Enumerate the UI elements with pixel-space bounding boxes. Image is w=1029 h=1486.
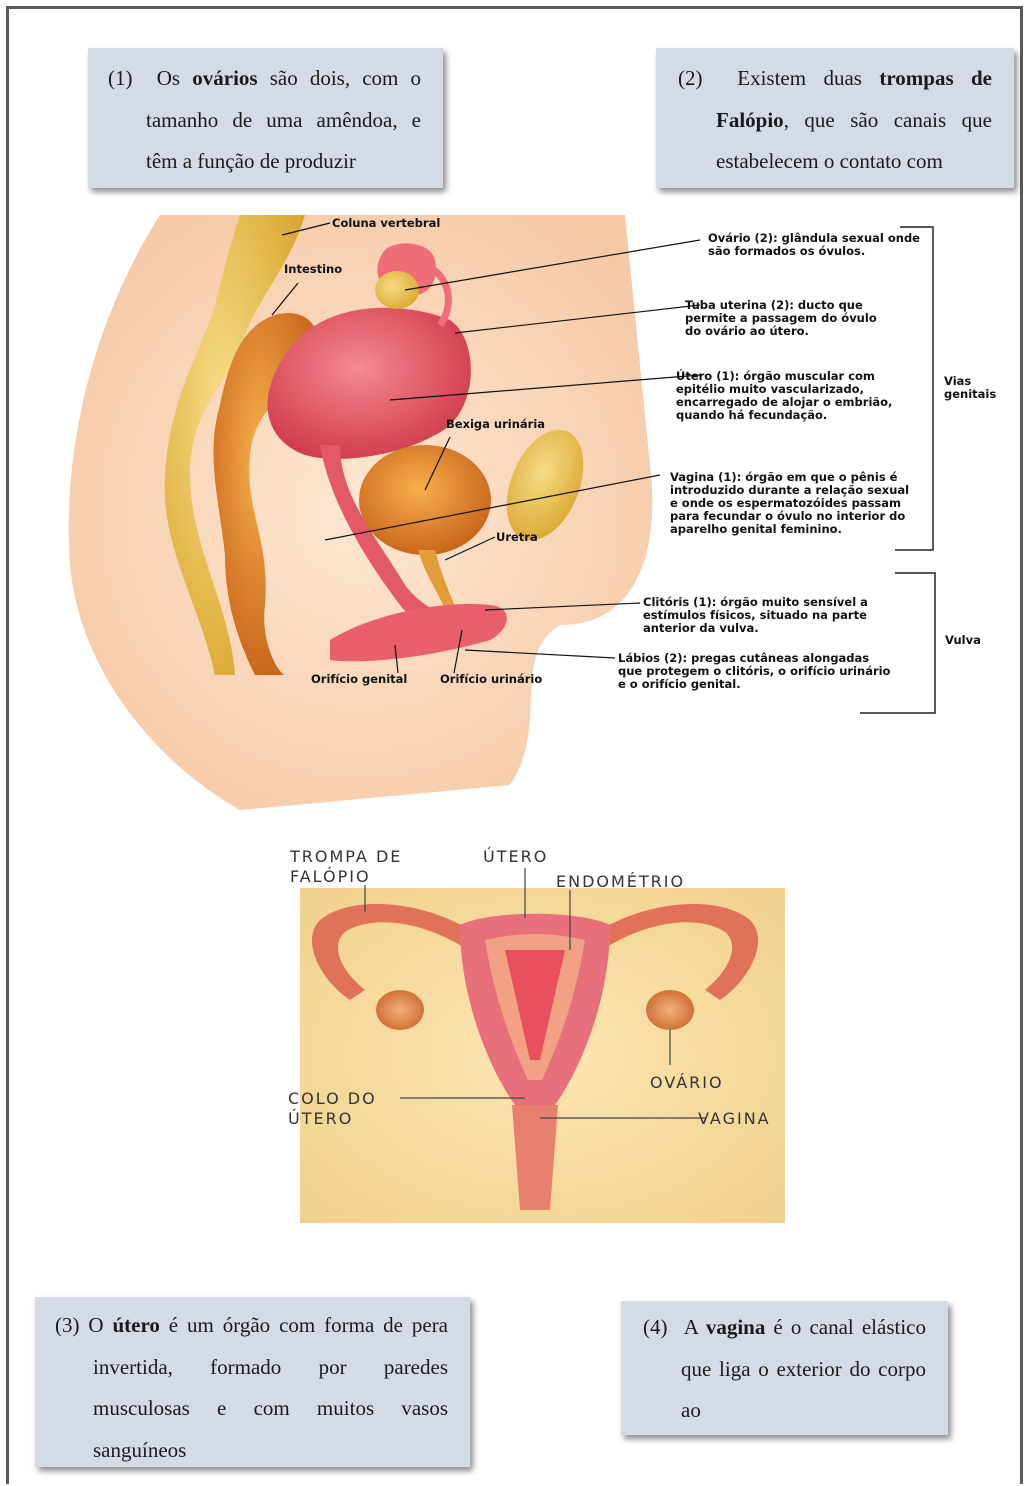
info-box-uterus: (3) O útero é um órgão com forma de pera… [35,1297,470,1467]
label-genital-orifice: Orifício genital [311,672,407,686]
box-text: Os [157,66,192,90]
label-tube-line1: TROMPA DE [289,847,402,866]
box-keyword: útero [112,1313,159,1337]
label-urinary-orifice: Orifício urinário [440,672,542,686]
desc-ovary-line1: Ovário (2): glândula sexual onde [708,231,920,245]
label-vagina: VAGINA [698,1109,771,1128]
group-label-vias-line2: genitais [944,387,996,401]
desc-clitoris-line3: anterior da vulva. [643,621,759,635]
desc-labia-line1: Lábios (2): pregas cutâneas alongadas [618,651,869,665]
label-uterus: ÚTERO [483,847,548,866]
box-number: (3) [55,1313,80,1337]
label-intestine: Intestino [284,262,342,276]
desc-labia-line3: e o orifício genital. [618,677,741,691]
left-ovary-shape [376,990,424,1030]
bladder-shape [359,445,491,555]
label-bladder: Bexiga urinária [446,417,545,431]
label-cervix-line1: COLO DO [288,1089,377,1108]
frontal-uterus-diagram: TROMPA DE FALÓPIO ÚTERO ENDOMÉTRIO OVÁRI… [280,840,800,1225]
label-endometrium: ENDOMÉTRIO [556,872,685,891]
desc-uterus-line4: quando há fecundação. [676,408,827,422]
label-spine: Coluna vertebral [332,216,440,230]
ovary-shape [375,271,419,309]
right-ovary-shape [646,990,694,1030]
box-keyword: ovários [192,66,257,90]
group-label-vulva: Vulva [945,633,981,647]
info-box-fallopian-tubes: (2) Existem duas trompas de Falópio, que… [656,48,1014,188]
box-number: (1) [108,66,133,90]
box-text: Existem duas [737,66,879,90]
box-text: A [684,1315,706,1339]
vagina-canal-shape [512,1105,558,1210]
sagittal-diagram: Coluna vertebral Intestino Bexiga urinár… [40,205,1020,815]
box-number: (4) [643,1315,668,1339]
desc-uterus-line1: Útero (1): órgão muscular com [676,368,875,383]
label-cervix-line2: ÚTERO [288,1109,353,1128]
desc-clitoris-line2: estímulos físicos, situado na parte [643,608,867,622]
desc-labia-line2: que protegem o clitóris, o orifício urin… [618,664,891,678]
info-box-ovaries: (1) Os ovários são dois, com o tamanho d… [88,48,443,188]
desc-clitoris-line1: Clitóris (1): órgão muito sensível a [643,595,868,609]
desc-uterus-line3: encarregado de alojar o embrião, [676,395,892,409]
desc-vagina-line5: aparelho genital feminino. [670,522,842,536]
box-text: O [88,1313,112,1337]
desc-vagina-line3: e onde os espermatozóides passam [670,496,901,510]
info-box-vagina: (4) A vagina é o canal elástico que liga… [621,1301,948,1435]
desc-tube-line2: permite a passagem do óvulo [685,311,877,325]
desc-vagina-line4: para fecundar o óvulo no interior do [670,509,905,523]
desc-tube-line1: Tuba uterina (2): ducto que [685,298,863,312]
box-number: (2) [678,66,703,90]
label-urethra: Uretra [496,530,538,544]
desc-uterus-line2: epitélio muito vascularizado, [676,382,864,396]
label-ovary: OVÁRIO [650,1073,724,1092]
desc-ovary-line2: são formados os óvulos. [708,244,865,258]
desc-tube-line3: do ovário ao útero. [685,324,809,338]
box-keyword: vagina [706,1315,766,1339]
desc-vagina-line1: Vagina (1): órgão em que o pênis é [670,470,898,484]
group-label-vias-line1: Vias [944,374,971,388]
label-tube-line2: FALÓPIO [290,867,371,886]
desc-vagina-line2: introduzido durante a relação sexual [670,483,909,497]
